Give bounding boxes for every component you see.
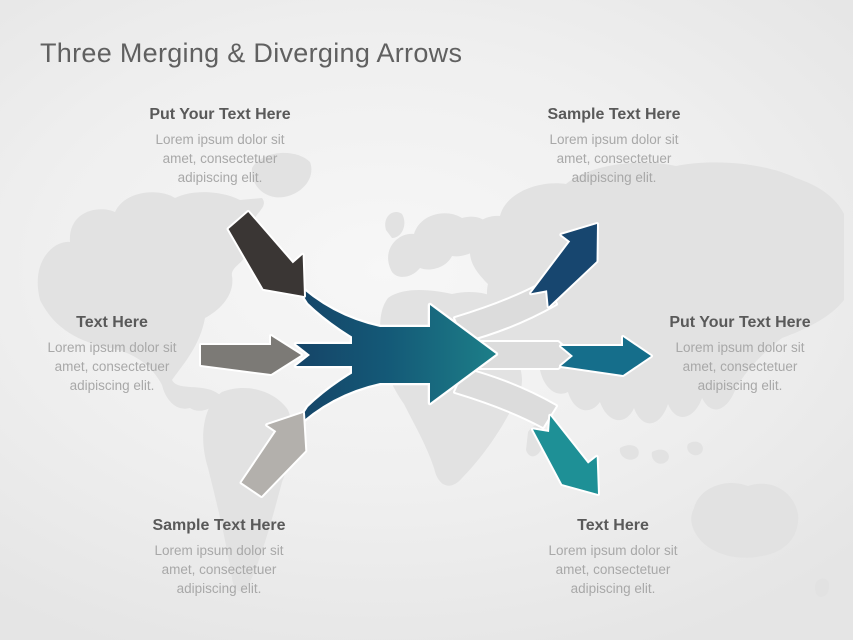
diverge-band-down — [455, 369, 556, 427]
outgoing-arrow-teal-down — [530, 413, 600, 496]
diverge-band-up — [455, 283, 556, 341]
text-block-body: Lorem ipsum dolor sit amet, consectetuer… — [154, 543, 284, 597]
text-block-heading: Sample Text Here — [152, 517, 286, 534]
text-block-heading: Sample Text Here — [547, 106, 681, 123]
merge-stream-top — [294, 281, 380, 352]
continent-europe — [388, 213, 493, 277]
text-block-heading: Put Your Text Here — [669, 314, 811, 331]
island-japan — [794, 242, 819, 273]
island-japan-south — [786, 279, 803, 298]
text-block-heading: Text Here — [577, 517, 649, 534]
text-block-mid-left: Text Here Lorem ipsum dolor sit amet, co… — [22, 314, 202, 395]
island-greenland — [251, 152, 312, 198]
text-block-body: Lorem ipsum dolor sit amet, consectetuer… — [548, 543, 678, 597]
text-block-mid-right: Put Your Text Here Lorem ipsum dolor sit… — [647, 314, 833, 395]
text-block-heading: Put Your Text Here — [149, 106, 291, 123]
continent-north-america — [37, 192, 264, 411]
incoming-arrow-light-gray — [239, 411, 308, 498]
merge-arrow-head — [352, 305, 496, 403]
text-block-top-left: Put Your Text Here Lorem ipsum dolor sit… — [110, 106, 330, 187]
slide-title: Three Merging & Diverging Arrows — [40, 38, 463, 68]
continent-australia — [691, 482, 799, 558]
merge-arrow — [291, 278, 499, 432]
island-new-zealand — [815, 578, 830, 597]
outgoing-arrow-navy-up — [529, 222, 599, 309]
text-block-bottom-right: Text Here Lorem ipsum dolor sit amet, co… — [503, 517, 723, 598]
outgoing-arrows — [529, 222, 653, 496]
text-block-heading: Text Here — [76, 314, 148, 331]
merge-stream-bottom — [294, 358, 380, 429]
incoming-arrow-dark — [226, 210, 306, 298]
incoming-arrow-gray — [199, 334, 303, 376]
text-block-body: Lorem ipsum dolor sit amet, consectetuer… — [675, 340, 805, 394]
text-block-top-right: Sample Text Here Lorem ipsum dolor sit a… — [504, 106, 724, 187]
incoming-arrows — [199, 210, 308, 498]
text-block-bottom-left: Sample Text Here Lorem ipsum dolor sit a… — [109, 517, 329, 598]
text-block-body: Lorem ipsum dolor sit amet, consectetuer… — [155, 132, 285, 186]
island-uk — [385, 211, 405, 238]
text-block-body: Lorem ipsum dolor sit amet, consectetuer… — [47, 340, 177, 394]
outgoing-arrow-teal-right — [559, 335, 653, 377]
text-block-body: Lorem ipsum dolor sit amet, consectetuer… — [549, 132, 679, 186]
merge-stream-middle — [296, 344, 390, 366]
islands-indonesia — [619, 441, 703, 464]
